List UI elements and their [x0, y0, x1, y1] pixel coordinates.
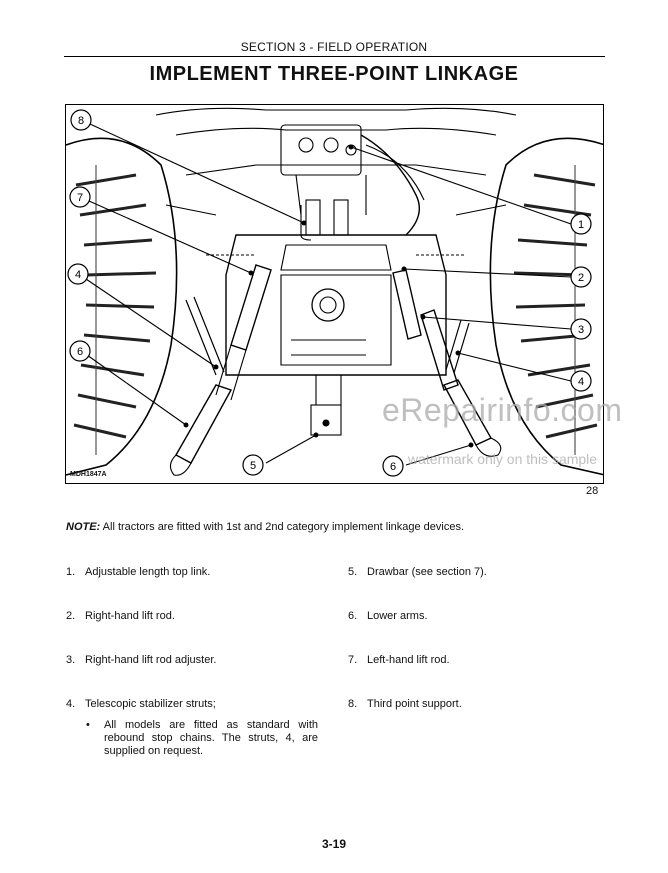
list-text: Adjustable length top link.	[85, 566, 211, 578]
list-item-2: 2. Right-hand lift rod.	[66, 610, 175, 622]
list-text: Drawbar (see section 7).	[367, 566, 487, 578]
note-label: NOTE:	[66, 521, 101, 533]
list-text: Lower arms.	[367, 610, 428, 622]
list-text: Right-hand lift rod adjuster.	[85, 654, 217, 666]
list-text: Left-hand lift rod.	[367, 654, 450, 666]
svg-text:4: 4	[75, 269, 81, 281]
list-number: 2.	[66, 610, 76, 622]
svg-text:1: 1	[578, 219, 584, 231]
callout-3: 3	[570, 318, 592, 340]
callout-8: 8	[70, 109, 92, 131]
list-text: Right-hand lift rod.	[85, 610, 175, 622]
svg-text:5: 5	[250, 460, 256, 472]
callout-6-left: 6	[69, 340, 91, 362]
figure-number: 28	[586, 485, 599, 497]
leader-4-left	[82, 276, 217, 368]
note: NOTE: All tractors are fitted with 1st a…	[66, 521, 464, 533]
svg-text:2: 2	[578, 272, 584, 284]
leader-8	[89, 123, 305, 224]
list-text: Telescopic stabilizer struts;	[85, 698, 216, 710]
leader-6-right	[405, 444, 472, 466]
leader-6-left	[86, 354, 187, 426]
note-text: All tractors are fitted with 1st and 2nd…	[100, 521, 465, 533]
leader-2	[403, 268, 572, 278]
list-number: 5.	[348, 566, 358, 578]
callout-7: 7	[69, 186, 91, 208]
leader-3	[422, 316, 572, 330]
leader-7	[88, 200, 252, 274]
list-item-1: 1. Adjustable length top link.	[66, 566, 210, 578]
list-number: 6.	[348, 610, 358, 622]
list-item-8: 8. Third point support.	[348, 698, 462, 710]
svg-text:4: 4	[578, 376, 584, 388]
watermark-sub: watermark only on this sample	[408, 451, 598, 467]
list-number: 3.	[66, 654, 76, 666]
list-number: 4.	[66, 698, 76, 710]
bullet-dot: •	[86, 719, 90, 731]
callout-2: 2	[570, 266, 592, 288]
page-number: 3-19	[321, 837, 347, 851]
leader-4-right	[457, 352, 572, 382]
svg-text:7: 7	[77, 192, 83, 204]
tractor-rear-drawing: 8 7 4 6 1 2 3	[66, 107, 603, 477]
list-item-7: 7. Left-hand lift rod.	[348, 654, 450, 666]
header-rule	[64, 56, 605, 57]
leader-1	[350, 146, 572, 225]
figure-code: MDH1847A	[70, 471, 107, 478]
list-text: Third point support.	[367, 698, 462, 710]
section-header: SECTION 3 - FIELD OPERATION	[240, 40, 428, 54]
svg-text:8: 8	[78, 115, 84, 127]
list-item-6: 6. Lower arms.	[348, 610, 428, 622]
linkage-illustration: 8 7 4 6 1 2 3	[65, 104, 604, 484]
callout-6-right: 6	[382, 455, 404, 477]
list-number: 7.	[348, 654, 358, 666]
bullet-text: All models are fitted as standard with r…	[104, 719, 318, 757]
leader-5	[265, 434, 317, 464]
callout-1: 1	[570, 213, 592, 235]
bullet-note: • All models are fitted as standard with…	[86, 719, 318, 758]
list-item-5: 5. Drawbar (see section 7).	[348, 566, 487, 578]
callout-4-right: 4	[570, 370, 592, 392]
watermark: eRepairinfo.com	[382, 392, 623, 428]
svg-text:6: 6	[77, 346, 83, 358]
list-item-3: 3. Right-hand lift rod adjuster.	[66, 654, 216, 666]
list-number: 1.	[66, 566, 76, 578]
svg-text:3: 3	[578, 324, 584, 336]
callout-5: 5	[242, 454, 264, 476]
list-item-4: 4. Telescopic stabilizer struts;	[66, 698, 216, 710]
svg-text:6: 6	[390, 461, 396, 473]
callout-4-left: 4	[67, 263, 89, 285]
list-number: 8.	[348, 698, 358, 710]
page-title: IMPLEMENT THREE-POINT LINKAGE	[149, 63, 519, 85]
